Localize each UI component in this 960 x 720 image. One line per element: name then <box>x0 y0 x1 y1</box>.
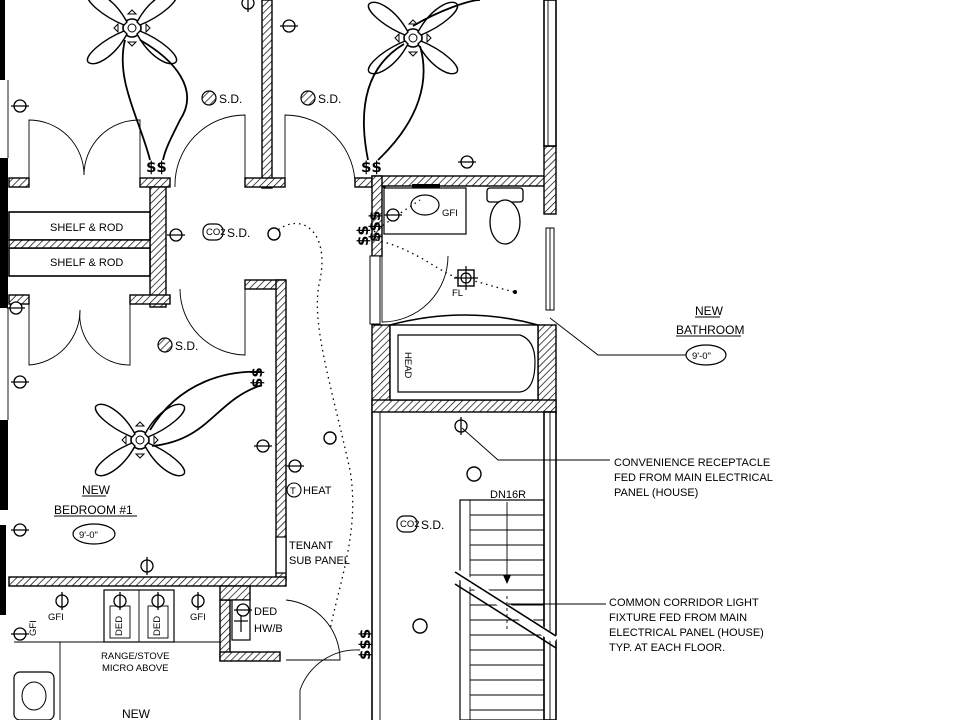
smoke-detector: S.D. <box>201 90 242 106</box>
ceiling-light-icon <box>267 227 281 241</box>
sd-label: S.D. <box>175 339 198 353</box>
ceiling-light-icon <box>323 431 337 445</box>
note-corridor: COMMON CORRIDOR LIGHT FIXTURE FED FROM M… <box>508 597 764 654</box>
note-line: FIXTURE FED FROM MAIN <box>609 612 747 624</box>
note-line: ELECTRICAL PANEL (HOUSE) <box>609 627 764 639</box>
water-heater-label-line1: DED <box>254 606 277 618</box>
smoke-detector-icon <box>300 90 316 106</box>
note-line: CONVENIENCE RECEPTACLE <box>614 457 770 469</box>
switch-icon: $$ <box>248 367 266 388</box>
smoke-detector-icon <box>157 337 173 353</box>
wiring-runs <box>121 0 481 447</box>
sd-label: S.D. <box>318 92 341 106</box>
smoke-detector: S.D. <box>157 337 198 353</box>
co-badge-icon: CO2 <box>400 519 420 530</box>
bedroom-tag: NEW BEDROOM #1 9'-0" <box>54 483 137 545</box>
bathtub: HEAD <box>389 314 539 401</box>
bottom-room-label: NEW <box>122 707 151 720</box>
sd-label: S.D. <box>219 92 242 106</box>
receptacle-icon <box>454 416 468 436</box>
switch-icon: $$ <box>146 158 167 176</box>
exhaust-fan-light-icon <box>454 266 478 290</box>
note-line: TYP. AT EACH FLOOR. <box>609 642 725 654</box>
stair: DN16R <box>452 489 559 720</box>
co-badge-icon: CO2 <box>206 227 226 238</box>
panel-label-line2: SUB PANEL <box>289 555 350 567</box>
receptacle-icon <box>55 591 69 611</box>
sd-label: S.D. <box>227 226 250 240</box>
note-line: COMMON CORRIDOR LIGHT <box>609 597 759 609</box>
co-smoke-detector: CO2 S.D. <box>202 223 250 241</box>
ded-label: DED <box>114 616 125 636</box>
receptacle-icon <box>241 0 255 13</box>
smoke-detector-icon <box>201 90 217 106</box>
gfi-label: GFI <box>48 612 64 623</box>
kitchen-sink <box>13 671 55 720</box>
bathroom-sink <box>383 184 467 235</box>
bathroom-label-line2: BATHROOM <box>676 323 744 337</box>
kitchen-label-line2: MICRO ABOVE <box>102 663 169 674</box>
heat-label: HEAT <box>303 485 332 497</box>
receptacle-icon <box>166 228 186 242</box>
bedroom-label-line1: NEW <box>82 483 111 497</box>
co-smoke-detector: CO2 S.D. <box>396 515 444 533</box>
receptacle-icon <box>457 155 477 169</box>
bathroom-tag: NEW BATHROOM 9'-0" <box>549 304 744 366</box>
bedroom-ceiling-height: 9'-0" <box>79 530 98 541</box>
switch-icon: $$ <box>354 225 372 246</box>
fan-light-label: FL <box>452 288 463 299</box>
tub-head-label: HEAD <box>402 352 413 379</box>
receptacle-icon <box>10 375 30 389</box>
ceiling-fan-icon <box>94 403 186 477</box>
closet-shelf-label: SHELF & ROD <box>50 222 123 234</box>
receptacle-icon <box>191 591 205 611</box>
switch-icon: $$$ <box>366 211 384 242</box>
bathroom-ceiling-height: 9'-0" <box>692 351 711 362</box>
switch-icon: $$$ <box>356 629 374 660</box>
sd-label: S.D. <box>421 518 444 532</box>
smoke-detector: S.D. <box>300 90 341 106</box>
receptacle-icon <box>10 627 30 641</box>
water-heater-label-line2: HW/B <box>254 623 283 635</box>
gfi-label: GFI <box>190 612 206 623</box>
receptacle-icon <box>285 459 305 473</box>
receptacle-icon <box>253 439 273 453</box>
note-receptacle: CONVENIENCE RECEPTACLE FED FROM MAIN ELE… <box>461 427 773 499</box>
closet-shelf-label: SHELF & ROD <box>50 257 123 269</box>
bathroom-label-line1: NEW <box>695 304 724 318</box>
heat-label-group: T HEAT <box>286 482 332 498</box>
switch-icon: $$ <box>361 158 382 176</box>
exterior-wall-left <box>0 0 9 720</box>
ceiling-light-icon <box>466 466 482 482</box>
receptacle-icon <box>140 556 154 576</box>
ceiling-fan-icon <box>86 0 178 65</box>
bedroom-label-line2: BEDROOM #1 <box>54 503 133 517</box>
ded-label: DED <box>152 616 163 636</box>
kitchen-label-line1: RANGE/STOVE <box>101 651 169 662</box>
corridor-light-icon <box>412 618 428 634</box>
door-swings <box>28 114 449 720</box>
receptacle-icon <box>10 99 30 113</box>
panel-label-line1: TENANT <box>289 540 333 552</box>
gfi-label: GFI <box>442 208 458 219</box>
note-line: PANEL (HOUSE) <box>614 487 698 499</box>
receptacle-icon <box>279 19 299 33</box>
note-line: FED FROM MAIN ELECTRICAL <box>614 472 773 484</box>
toilet <box>486 187 524 245</box>
tenant-sub-panel <box>275 536 287 574</box>
thermostat-icon: T <box>290 486 296 497</box>
stair-label: DN16R <box>490 489 526 501</box>
receptacle-icon <box>10 523 30 537</box>
interior-walls <box>8 0 557 720</box>
gfi-label: GFI <box>28 620 39 636</box>
